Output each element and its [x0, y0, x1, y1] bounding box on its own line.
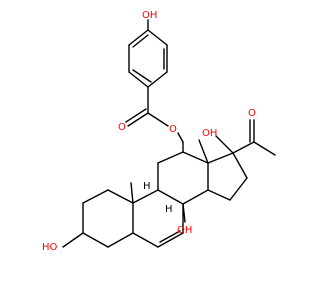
- oh-14-label: OH: [177, 225, 192, 236]
- aromatic-ring: [128, 29, 168, 88]
- steroid-core: [82, 139, 248, 248]
- oh-3-bond: [62, 232, 84, 248]
- oh-3-label: HO: [42, 242, 58, 253]
- oh-14-bond: [182, 203, 186, 223]
- structure-canvas: OH O O O OH OH HO H H: [42, 10, 276, 253]
- stereo-h-9-label: H: [165, 204, 173, 215]
- phenol-oh-label: OH: [142, 10, 157, 21]
- ester-oxygen-label: O: [169, 124, 177, 135]
- acetyl-group: [232, 119, 276, 156]
- oh-17-label: OH: [202, 128, 217, 139]
- ester-group: [125, 86, 184, 143]
- stereo-h-8-label: H: [143, 181, 151, 192]
- acetyl-oxygen-label: O: [248, 108, 256, 119]
- ester-carbonyl-oxygen-label: O: [118, 122, 126, 133]
- oh-17-bond: [215, 135, 234, 154]
- molecule-structure: OH O O O OH OH HO H H: [42, 10, 276, 253]
